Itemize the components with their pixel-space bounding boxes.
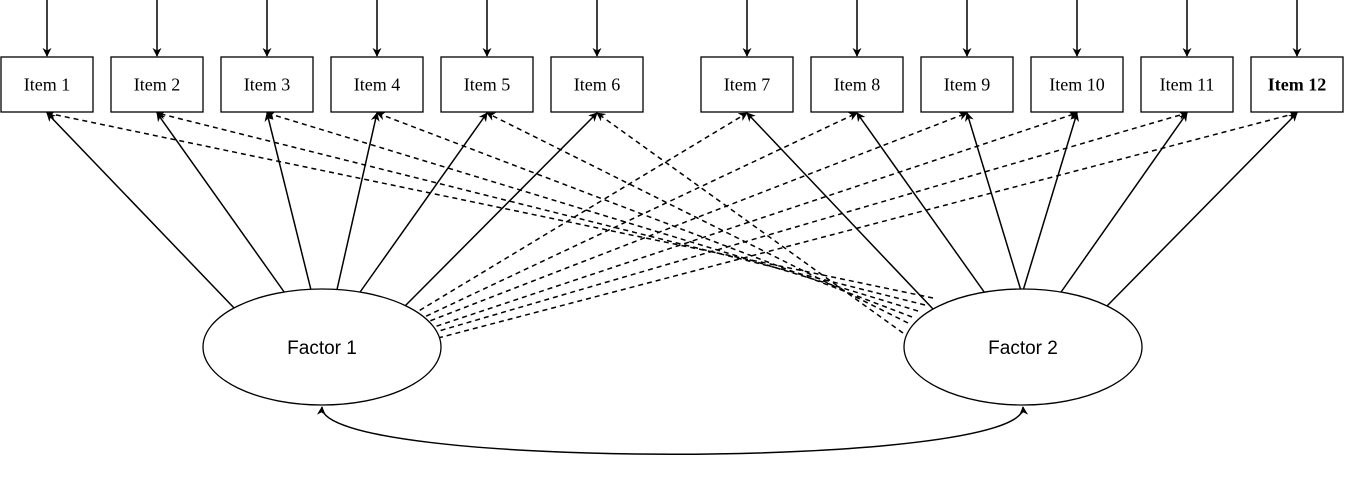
item-6: Item 6 bbox=[550, 56, 644, 113]
item-9: Item 9 bbox=[920, 56, 1014, 113]
factor-1-loading-item-4 bbox=[335, 112, 380, 295]
factor-2-loading-item-10 bbox=[1021, 112, 1079, 295]
factor-2-cross-loading-item-6 bbox=[596, 112, 904, 334]
item-3: Item 3 bbox=[220, 56, 314, 113]
factor-2-loading-item-7 bbox=[746, 112, 934, 310]
loading-lines bbox=[46, 110, 1298, 339]
factor-1-ellipse bbox=[202, 288, 442, 406]
item-10-label: Item 10 bbox=[1049, 75, 1105, 95]
item-5: Item 5 bbox=[440, 56, 534, 113]
factor-1-loading-item-6 bbox=[404, 112, 598, 307]
factor-1-cross-loading-item-10 bbox=[427, 111, 1078, 330]
factor-2: Factor 2 bbox=[903, 288, 1143, 406]
item-7-label: Item 7 bbox=[724, 75, 771, 95]
factor-1-loading-item-1 bbox=[46, 112, 237, 311]
item-10: Item 10 bbox=[1030, 56, 1124, 113]
factor-nodes: Factor 1 Factor 2 bbox=[202, 288, 1143, 406]
item-9-label: Item 9 bbox=[944, 75, 991, 95]
factor-2-cross-loading-item-1 bbox=[46, 110, 934, 299]
factor-1-cross-loading-item-12 bbox=[437, 110, 1298, 339]
factor-2-loading-item-11 bbox=[1058, 112, 1188, 296]
item-4-label: Item 4 bbox=[354, 75, 401, 95]
factor-2-ellipse bbox=[903, 288, 1143, 406]
item-1-label: Item 1 bbox=[24, 75, 71, 95]
factor-1-cross-loading-item-8 bbox=[417, 112, 858, 321]
factor-2-loading-item-9 bbox=[965, 112, 1023, 295]
factor-2-loading-item-8 bbox=[856, 112, 988, 297]
factor-covariance bbox=[316, 406, 1029, 455]
factor-2-cross-loading-item-3 bbox=[266, 111, 919, 312]
factor-1-cross-loading-item-7 bbox=[411, 112, 748, 316]
item-7-box bbox=[700, 56, 794, 113]
factor-1-loading-item-5 bbox=[357, 112, 488, 296]
factor-1-label: Factor 1 bbox=[287, 338, 357, 359]
item-boxes: Item 1 Item 2 Item 3 Item 4 Item 5 Item 6 Item… bbox=[0, 56, 1344, 113]
item-1-box bbox=[0, 56, 94, 113]
item-3-label: Item 3 bbox=[244, 75, 291, 95]
factor-1-loading-item-3 bbox=[264, 112, 313, 295]
item-11: Item 11 bbox=[1140, 56, 1234, 113]
item-12-box bbox=[1250, 56, 1344, 113]
item-4: Item 4 bbox=[330, 56, 424, 113]
item-8: Item 8 bbox=[810, 56, 904, 113]
item-1: Item 1 bbox=[0, 56, 94, 113]
factor-1-loading-item-2 bbox=[156, 112, 288, 297]
item-6-box bbox=[550, 56, 644, 113]
item-4-box bbox=[330, 56, 424, 113]
factor-2-cross-loading-item-5 bbox=[486, 112, 909, 324]
factor-2-cross-loading-item-4 bbox=[376, 111, 913, 318]
error-arrows bbox=[42, 0, 1302, 57]
factor-1: Factor 1 bbox=[202, 288, 442, 406]
item-3-box bbox=[220, 56, 314, 113]
item-5-box bbox=[440, 56, 534, 113]
factor-2-loading-item-12 bbox=[1105, 112, 1298, 308]
factor-2-label: Factor 2 bbox=[988, 338, 1058, 359]
factor-2-cross-loading-item-2 bbox=[156, 110, 926, 306]
covariance-arrow bbox=[316, 406, 1029, 455]
item-8-box bbox=[810, 56, 904, 113]
item-8-label: Item 8 bbox=[834, 75, 881, 95]
item-12-label: Item 12 bbox=[1268, 75, 1326, 95]
item-7: Item 7 bbox=[700, 56, 794, 113]
item-2: Item 2 bbox=[110, 56, 204, 113]
item-11-box bbox=[1140, 56, 1234, 113]
item-2-label: Item 2 bbox=[134, 75, 181, 95]
item-5-label: Item 5 bbox=[464, 75, 511, 95]
item-6-label: Item 6 bbox=[574, 75, 621, 95]
item-9-box bbox=[920, 56, 1014, 113]
item-10-box bbox=[1030, 56, 1124, 113]
factor-1-cross-loading-item-9 bbox=[421, 111, 968, 325]
item-11-label: Item 11 bbox=[1160, 75, 1215, 95]
item-2-box bbox=[110, 56, 204, 113]
item-12: Item 12 bbox=[1250, 56, 1344, 113]
